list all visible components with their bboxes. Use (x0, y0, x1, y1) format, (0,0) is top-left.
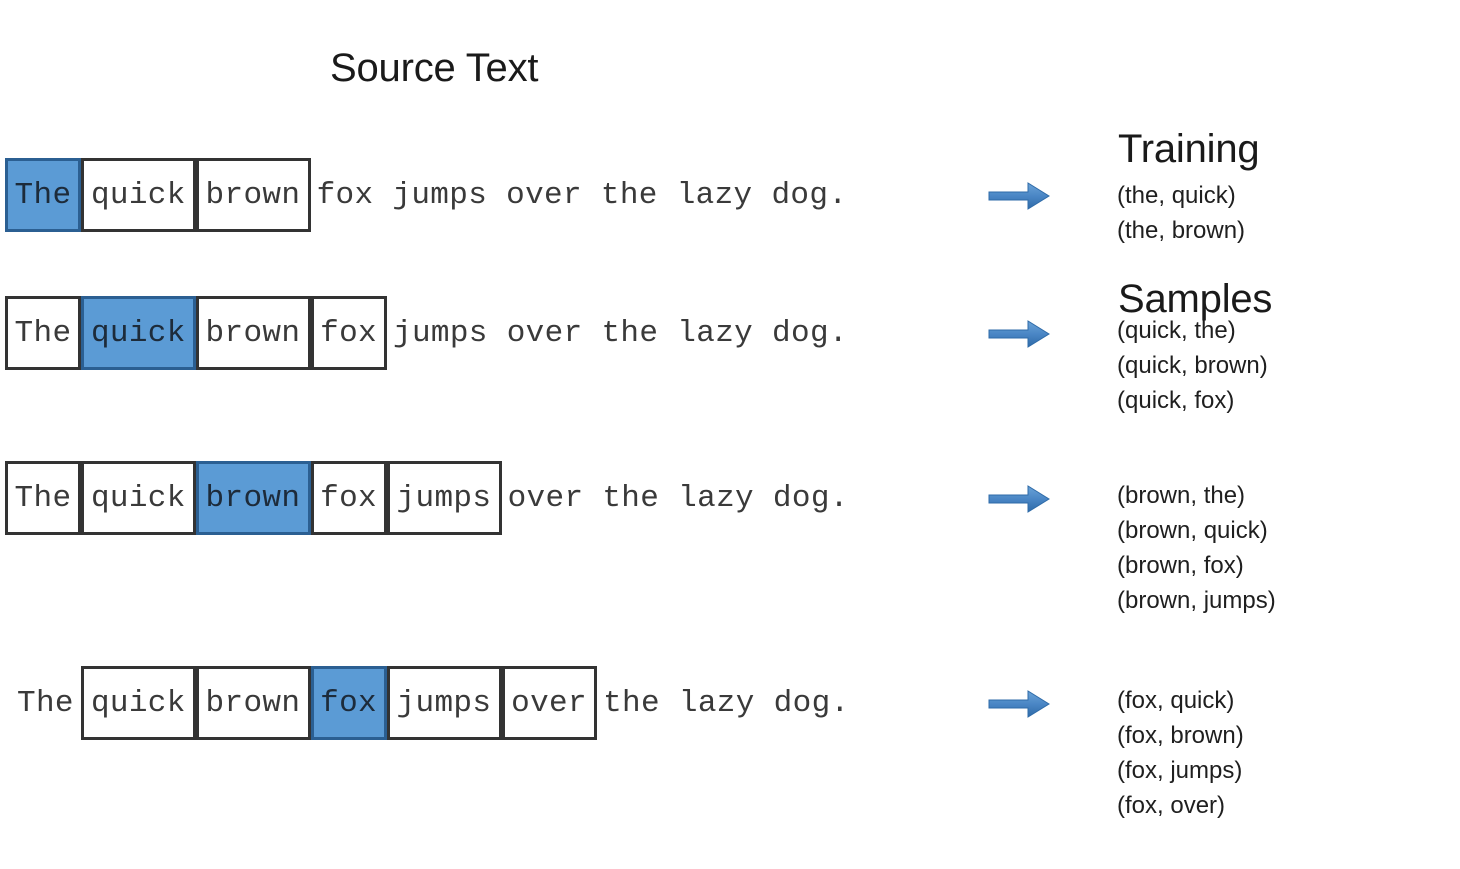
training-sample-pair: (fox, brown) (1117, 722, 1244, 749)
right-arrow-icon (988, 182, 1050, 210)
training-sample-list: (brown, the) (brown, quick) (brown, fox) (b… (1117, 478, 1447, 618)
sentence-row: The quick brown fox jumps over the lazy dog. (0, 461, 1100, 581)
word-box[interactable] (5, 461, 82, 535)
training-sample-pair: (fox, jumps) (1117, 757, 1243, 784)
word-box-label: jumps (396, 481, 492, 516)
training-sample-list: (the, quick) (the, brown) (1117, 178, 1447, 248)
training-sample-pair: (the, quick) (1117, 182, 1236, 209)
word-box-label: quick (90, 178, 186, 213)
sentence-row: The quick brown fox jumps over the lazy dog. (0, 666, 1100, 786)
training-sample-pair: (fox, quick) (1117, 687, 1235, 714)
word-box[interactable] (81, 158, 196, 232)
sentence-row: The quick brown fox jumps over the lazy dog. (0, 296, 1100, 416)
word-box[interactable] (196, 158, 311, 232)
page-title-training-samples: Training Samples (1118, 24, 1272, 424)
word-box-label: fox (320, 686, 377, 721)
training-sample-pair: (quick, brown) (1117, 352, 1268, 379)
word-box-label: The (14, 178, 72, 213)
word-box-label: quick (90, 316, 186, 351)
word-box-highlighted[interactable] (5, 158, 82, 232)
training-sample-list: (fox, quick) (fox, brown) (fox, jumps) (fox… (1117, 683, 1447, 823)
training-sample-pair: (quick, fox) (1117, 387, 1235, 414)
word-box-label: over (511, 686, 587, 721)
word-box-label: brown (205, 316, 301, 351)
word-box[interactable] (387, 461, 502, 535)
word-box[interactable] (310, 296, 387, 370)
word-box-label: brown (205, 481, 301, 516)
training-sample-pair: (brown, jumps) (1117, 587, 1276, 614)
sentence-tail-text: jumps over the lazy dog. (393, 316, 848, 351)
training-sample-pair: (fox, over) (1117, 792, 1226, 819)
right-arrow-icon (988, 320, 1050, 348)
sentence-tail-text: over the lazy dog. (507, 481, 849, 516)
sentence-tail-text: fox jumps over the lazy dog. (316, 178, 848, 213)
word-box[interactable] (5, 296, 82, 370)
word-box[interactable] (501, 666, 598, 740)
training-sample-pair: (brown, the) (1117, 482, 1246, 509)
word-box[interactable] (81, 461, 196, 535)
word-box-label: jumps (396, 686, 492, 721)
training-samples-title-line-1: Training (1118, 127, 1260, 171)
right-arrow-icon (988, 690, 1050, 718)
right-arrow-icon (988, 485, 1050, 513)
word-box-label: fox (320, 316, 377, 351)
word-box-label: The (14, 481, 72, 516)
word-box[interactable] (196, 296, 311, 370)
word-box[interactable] (387, 666, 502, 740)
sentence-row: The quick brown fox jumps over the lazy dog… (0, 158, 1100, 278)
word-box-highlighted[interactable] (81, 296, 196, 370)
training-sample-pair: (the, brown) (1117, 217, 1246, 244)
training-sample-pair: (brown, quick) (1117, 517, 1268, 544)
training-sample-pair: (quick, the) (1117, 317, 1236, 344)
word-box-label: quick (90, 481, 186, 516)
word-box[interactable] (196, 666, 311, 740)
sentence-prefix-text: The (17, 686, 74, 721)
sentence-tail-text: the lazy dog. (603, 686, 850, 721)
word-box-label: brown (205, 686, 301, 721)
training-sample-list: (quick, the) (quick, brown) (quick, fox) (1117, 313, 1447, 418)
word-box[interactable] (310, 461, 387, 535)
word-box-label: fox (320, 481, 377, 516)
word-box-label: The (14, 316, 72, 351)
page-title-source-text: Source Text (330, 46, 539, 90)
training-sample-pair: (brown, fox) (1117, 552, 1244, 579)
training-samples-title-line-2: Samples (1118, 277, 1273, 321)
word-box-highlighted[interactable] (196, 461, 311, 535)
word-box-label: brown (205, 178, 301, 213)
word-box[interactable] (81, 666, 196, 740)
word-box-highlighted[interactable] (310, 666, 387, 740)
word-box-label: quick (90, 686, 186, 721)
